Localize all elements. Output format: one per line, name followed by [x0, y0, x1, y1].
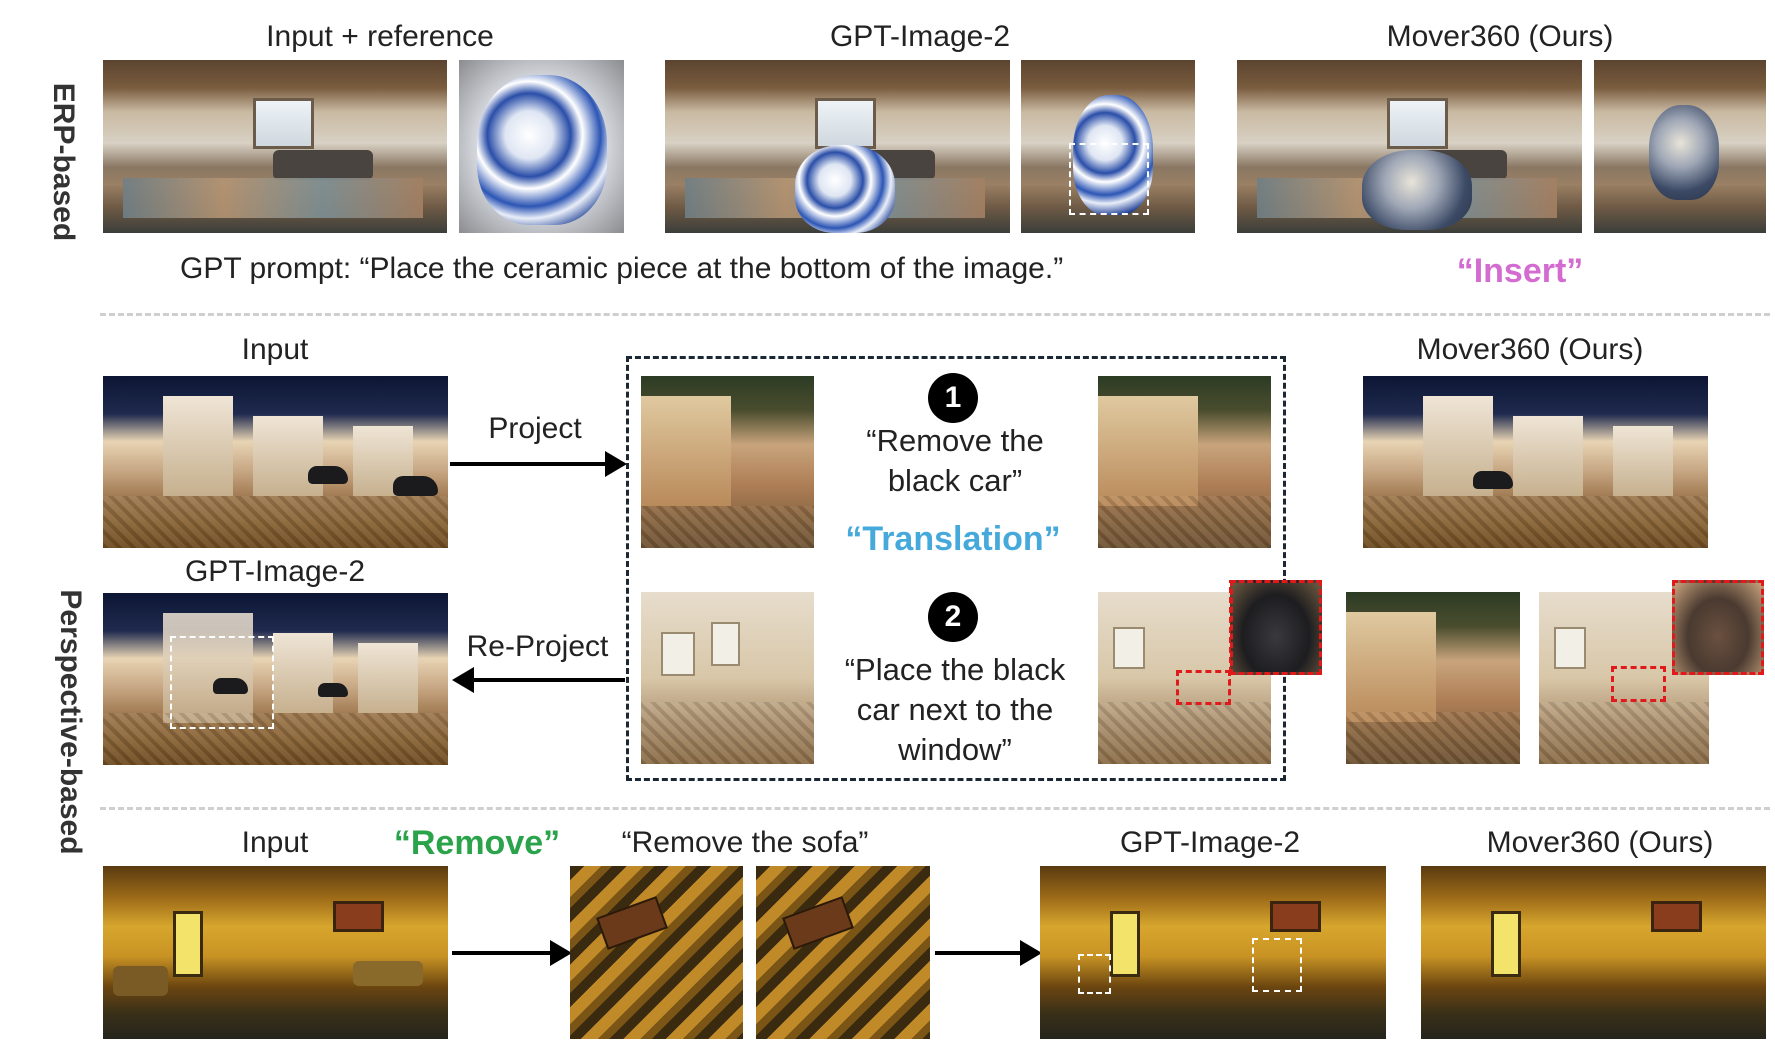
gpt-room-panorama	[665, 60, 1010, 233]
input-reference-header: Input + reference	[266, 20, 494, 53]
remove-output-perspective	[756, 866, 930, 1039]
remove-input-perspective	[570, 866, 743, 1039]
step2-zoom-connector	[1229, 580, 1231, 705]
ours-room-panorama	[1237, 60, 1582, 233]
input-header-mid: Input	[241, 333, 309, 366]
step2-zoom-inset	[1230, 580, 1322, 675]
input-header-bottom: Input	[241, 826, 309, 859]
step2-instruction: “Place the black car next to the window”	[844, 652, 1066, 767]
remove-sofa-instruction: “Remove the sofa”	[621, 826, 869, 859]
gpt-room-warm-panorama	[1040, 866, 1386, 1039]
project-arrow	[450, 462, 610, 466]
reference-vase-image	[459, 60, 624, 233]
mover360-header-top: Mover360 (Ours)	[1386, 20, 1614, 53]
gpt-prompt-text: GPT prompt: “Place the ceramic piece at …	[180, 252, 1064, 285]
perspective-based-label: Perspective-based	[54, 589, 87, 855]
ours-perspective-crop	[1594, 60, 1766, 233]
ours-street-panorama	[1363, 376, 1708, 548]
step2-output-car-box	[1176, 670, 1231, 705]
separator-top	[100, 313, 1770, 316]
input-room-panorama	[103, 60, 447, 233]
translation-task-label: “Translation”	[845, 520, 1061, 558]
remove-arrow-1-head	[550, 940, 572, 966]
remove-arrow-1	[452, 951, 562, 955]
project-label: Project	[488, 412, 582, 445]
project-arrow-head	[605, 451, 627, 477]
input-street-panorama	[103, 376, 448, 548]
gpt-image-2-header-mid: GPT-Image-2	[184, 555, 366, 588]
gpt-street-highlight-box	[170, 636, 274, 729]
remove-task-label: “Remove”	[393, 824, 561, 862]
reproject-label: Re-Project	[466, 630, 609, 663]
erp-based-label: ERP-based	[47, 82, 80, 242]
translation-steps-box	[626, 356, 1286, 781]
gpt-remove-box-1	[1078, 954, 1111, 994]
step2-input-perspective	[641, 592, 814, 764]
separator-bottom	[100, 807, 1770, 810]
step1-instruction: “Remove the black car”	[866, 423, 1044, 498]
mover360-header-mid: Mover360 (Ours)	[1416, 333, 1644, 366]
mover360-header-bottom: Mover360 (Ours)	[1486, 826, 1714, 859]
ours-perspective-crop-1	[1346, 592, 1520, 764]
reproject-arrow-head	[452, 667, 474, 693]
ours-zoom-inset	[1672, 580, 1764, 675]
gpt-remove-box-2	[1252, 938, 1302, 992]
reproject-arrow	[470, 678, 625, 682]
remove-arrow-2-head	[1020, 940, 1042, 966]
gpt-image-2-header-bottom: GPT-Image-2	[1119, 826, 1301, 859]
ours-room-warm-panorama	[1421, 866, 1766, 1039]
remove-arrow-2	[935, 951, 1027, 955]
input-room-warm-panorama	[103, 866, 448, 1039]
gpt-image-2-header-top: GPT-Image-2	[829, 20, 1011, 53]
ours-car-box	[1611, 666, 1666, 702]
gpt-highlight-box	[1069, 143, 1149, 215]
step2-number: 2	[928, 592, 978, 642]
step1-output-perspective	[1098, 376, 1271, 548]
step1-input-perspective	[641, 376, 814, 548]
gpt-perspective-crop	[1021, 60, 1195, 233]
gpt-street-panorama	[103, 593, 448, 765]
insert-task-label: “Insert”	[1456, 252, 1584, 290]
step1-number: 1	[928, 373, 978, 423]
step2-output-perspective	[1098, 592, 1271, 764]
